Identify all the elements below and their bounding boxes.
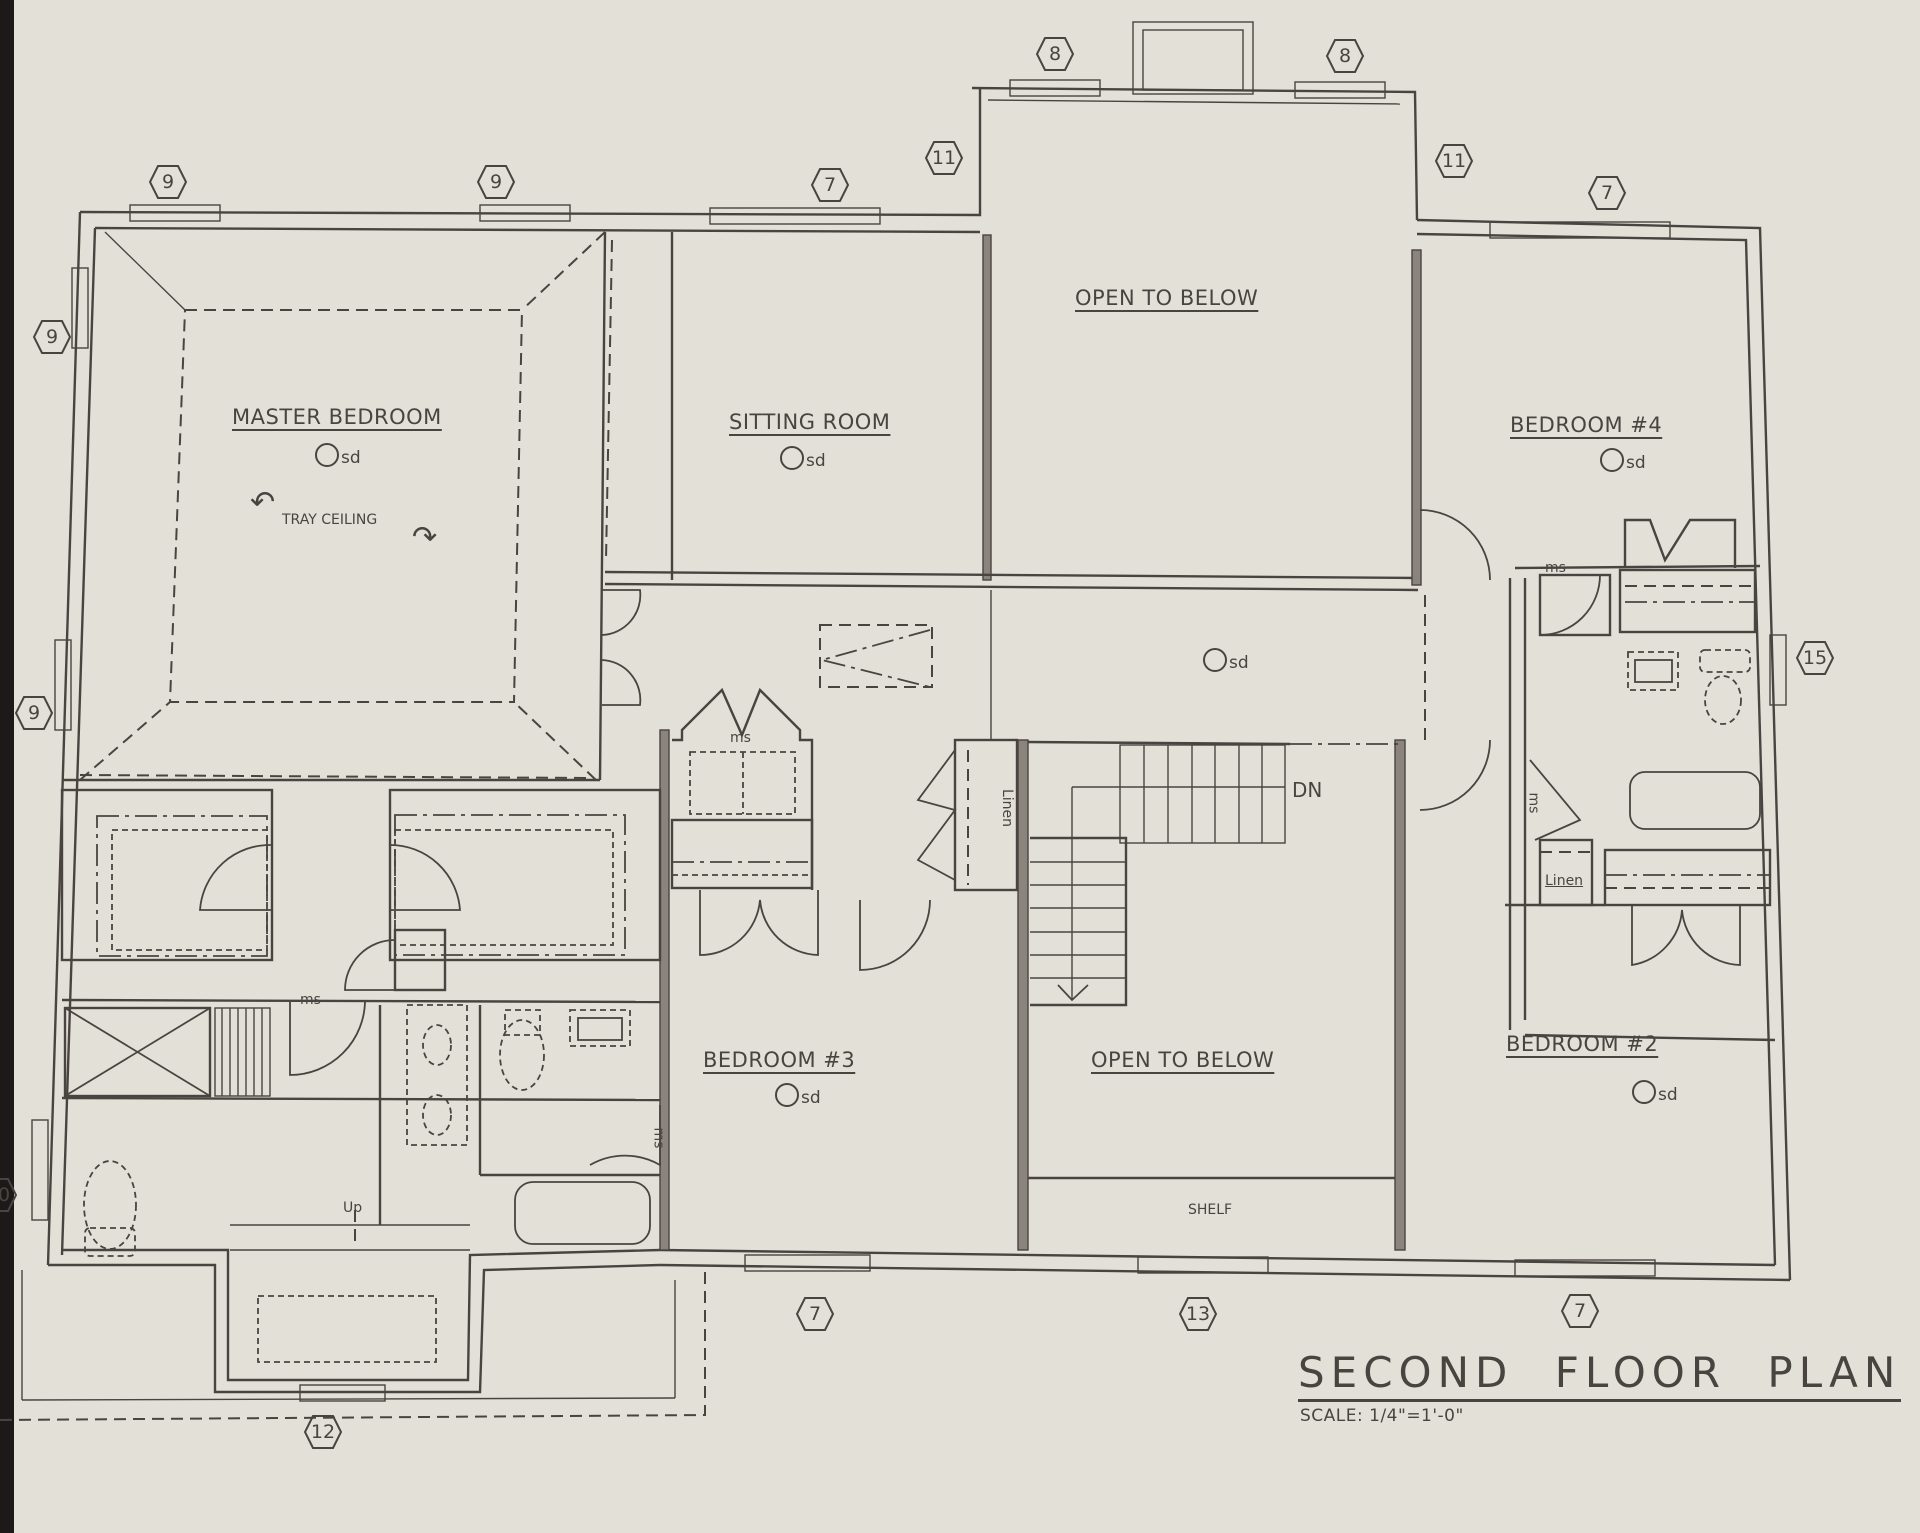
window-tag-8: 8: [1035, 36, 1075, 72]
window-tag-7: 7: [1560, 1293, 1600, 1329]
stairs-down: [1030, 744, 1286, 1007]
ms-label: ms: [300, 992, 321, 1008]
window-tag-15: 15: [1795, 640, 1835, 676]
stair-up-label: Up: [343, 1200, 363, 1216]
room-label-master-bedroom: MASTER BEDROOM: [232, 405, 442, 429]
window-tag-13: 13: [1178, 1296, 1218, 1332]
window-tag-9: 9: [148, 164, 188, 200]
smoke-detector-icon: sd: [1600, 448, 1646, 474]
window-tag-12: 12: [303, 1414, 343, 1450]
drawing-title: SECOND FLOOR PLAN: [1298, 1348, 1902, 1402]
hall-fixtures: [601, 589, 1019, 971]
master-closets: [63, 814, 661, 1363]
stair-down-label: DN: [1292, 778, 1323, 802]
ms-label: ms: [650, 1127, 667, 1149]
window-tag-8: 8: [1325, 38, 1365, 74]
window-tag-9: 9: [476, 164, 516, 200]
window-tag-11: 11: [924, 140, 964, 176]
drawing-scale: SCALE: 1/4"=1'-0": [1300, 1406, 1464, 1426]
right-bath: [1419, 509, 1772, 967]
window-tag-7: 7: [810, 167, 850, 203]
window-tag-7: 7: [795, 1296, 835, 1332]
window-tag-9: 9: [14, 695, 54, 731]
window-tag-9: 9: [32, 319, 72, 355]
smoke-detector-icon-hall: sd: [1203, 648, 1249, 674]
shelf-label: SHELF: [1188, 1202, 1233, 1218]
room-label-bedroom-2: BEDROOM #2: [1506, 1032, 1659, 1056]
exterior-walls: [0, 21, 1792, 1421]
room-label-open-to-below-upper: OPEN TO BELOW: [1075, 286, 1259, 310]
window-tag-10: 10: [0, 1177, 18, 1213]
linen-label-hall: Linen: [999, 788, 1016, 828]
room-label-open-to-below-lower: OPEN TO BELOW: [1091, 1048, 1275, 1072]
tray-ceiling: [79, 231, 606, 781]
room-label-bedroom-4: BEDROOM #4: [1510, 413, 1663, 437]
window-tag-11: 11: [1434, 143, 1474, 179]
interior-walls: [60, 231, 1776, 1251]
smoke-detector-icon: sd: [1632, 1080, 1678, 1106]
smoke-detector-icon: sd: [315, 443, 361, 469]
ms-label: ms: [1525, 792, 1542, 814]
room-label-sitting-room: SITTING ROOM: [729, 410, 891, 434]
rotate-arrow-icon: ↶: [250, 485, 276, 520]
linen-label-bath: Linen: [1545, 873, 1584, 889]
room-label-bedroom-3: BEDROOM #3: [703, 1048, 856, 1072]
ms-label: ms: [730, 730, 751, 746]
rotate-arrow-icon: ↷: [412, 520, 438, 555]
smoke-detector-icon: sd: [780, 446, 826, 472]
ms-label: ms: [1545, 560, 1566, 576]
tray-ceiling-note: TRAY CEILING: [282, 512, 378, 528]
windows: [31, 79, 1787, 1402]
window-tag-7: 7: [1587, 175, 1627, 211]
smoke-detector-icon: sd: [775, 1083, 821, 1109]
